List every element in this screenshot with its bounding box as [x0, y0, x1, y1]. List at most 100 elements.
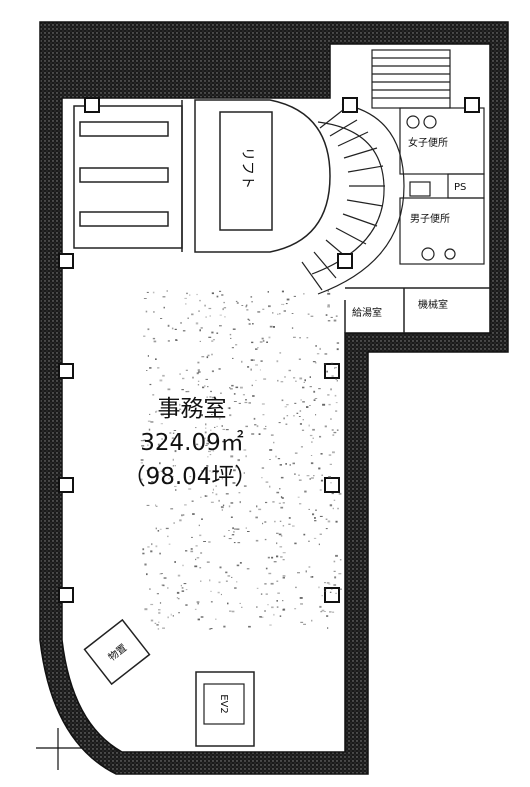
floor-speckle-dot [294, 542, 297, 545]
floor-speckle-dot [168, 543, 171, 545]
floor-speckle-dot [182, 330, 186, 332]
floor-speckle-dot [149, 383, 152, 386]
floor-speckle-dot [262, 339, 265, 342]
floor-speckle-dot [197, 618, 200, 621]
floor-speckle-dot [230, 388, 233, 390]
floor-speckle-dot [297, 496, 300, 498]
floor-speckle-dot [207, 456, 209, 458]
floor-speckle-dot [232, 527, 234, 530]
floor-speckle-dot [255, 539, 259, 542]
floor-speckle-dot [281, 399, 284, 402]
floor-speckle-dot [155, 410, 158, 412]
lift-label: リフト [239, 147, 255, 189]
floor-speckle-dot [334, 367, 337, 369]
floor-speckle-dot [277, 313, 279, 315]
floor-speckle-dot [318, 467, 321, 470]
floor-speckle-dot [336, 380, 338, 382]
floor-speckle-dot [328, 476, 331, 478]
floor-speckle-dot [306, 406, 309, 408]
floor-speckle-dot [228, 505, 231, 508]
floor-speckle-dot [201, 470, 204, 472]
floor-speckle-dot [263, 428, 267, 430]
floor-speckle-dot [265, 567, 268, 570]
floor-speckle-dot [159, 602, 162, 604]
lift-area [73, 99, 331, 253]
floor-speckle-dot [312, 513, 315, 516]
floor-speckle-dot [235, 344, 238, 346]
floor-speckle-dot [335, 554, 338, 557]
floor-speckle-dot [194, 565, 198, 568]
floor-speckle-dot [329, 504, 333, 507]
floor-speckle-dot [170, 613, 172, 616]
floor-speckle-dot [335, 520, 338, 523]
floor-speckle-dot [233, 401, 237, 402]
floor-speckle-dot [266, 341, 268, 343]
floor-speckle-dot [291, 313, 294, 314]
floor-speckle-dot [299, 377, 303, 380]
floor-speckle-dot [211, 353, 213, 356]
floor-speckle-dot [181, 389, 184, 391]
floor-speckle-dot [159, 462, 161, 465]
floor-speckle-dot [269, 624, 272, 626]
floor-speckle-dot [174, 328, 177, 330]
floor-speckle-dot [205, 316, 207, 318]
floor-speckle-dot [143, 335, 146, 337]
floor-speckle-dot [299, 597, 303, 599]
floor-speckle-dot [265, 481, 269, 483]
floor-speckle-dot [198, 310, 200, 312]
floor-speckle-dot [231, 610, 235, 613]
floor-speckle-dot [293, 336, 296, 338]
floor-speckle-dot [195, 443, 199, 446]
floor-speckle-dot [270, 434, 274, 436]
floor-speckle-dot [333, 319, 337, 322]
floor-speckle-dot [233, 531, 235, 533]
floor-speckle-dot [208, 541, 211, 543]
floor-speckle-dot [214, 413, 216, 415]
floor-speckle-dot [313, 537, 317, 539]
floor-speckle-dot [178, 612, 180, 614]
floor-speckle-dot [258, 433, 261, 435]
floor-speckle-dot [209, 579, 211, 582]
floor-speckle-dot [146, 469, 150, 472]
floor-speckle-dot [159, 528, 162, 530]
floor-speckle-dot [286, 404, 289, 406]
floor-speckle-dot [184, 504, 187, 506]
floor-speckle-dot [176, 591, 180, 594]
floor-speckle-dot [219, 325, 222, 327]
floor-speckle-dot [282, 525, 285, 527]
floor-speckle-dot [232, 534, 235, 536]
floor-speckle-dot [286, 298, 290, 301]
floor-speckle-dot [163, 577, 167, 579]
floor-speckle-dot [282, 608, 286, 611]
floor-speckle-dot [321, 474, 323, 476]
floor-speckle-dot [279, 520, 282, 522]
floor-speckle-dot [259, 369, 261, 371]
floor-speckle-dot [231, 384, 234, 387]
lift-shaft-outline [194, 99, 331, 253]
floor-speckle-dot [227, 407, 231, 409]
floor-speckle-dot [147, 444, 149, 446]
floor-speckle-dot [153, 340, 157, 343]
floor-speckle-dot [264, 521, 267, 523]
column [58, 477, 74, 493]
floor-speckle-dot [155, 504, 157, 506]
floor-speckle-dot [185, 369, 188, 371]
floor-speckle-dot [332, 451, 335, 454]
floor-speckle-dot [205, 423, 207, 426]
floor-speckle-dot [330, 388, 332, 391]
floor-speckle-dot [195, 558, 197, 561]
floor-speckle-dot [332, 507, 334, 510]
floor-speckle-dot [223, 535, 226, 537]
floor-speckle-dot [209, 454, 212, 456]
floor-speckle-dot [261, 403, 265, 405]
floor-speckle-dot [311, 441, 313, 443]
floor-speckle-dot [200, 552, 203, 554]
floor-speckle-dot [279, 546, 283, 548]
floor-speckle-dot [282, 575, 286, 577]
floor-speckle-dot [269, 325, 273, 328]
mens-toilet-label: 男子便所 [410, 212, 450, 225]
floor-speckle-dot [199, 329, 201, 332]
floor-speckle-dot [280, 556, 283, 558]
floor-speckle-dot [293, 295, 296, 297]
floor-speckle-dot [196, 293, 198, 296]
